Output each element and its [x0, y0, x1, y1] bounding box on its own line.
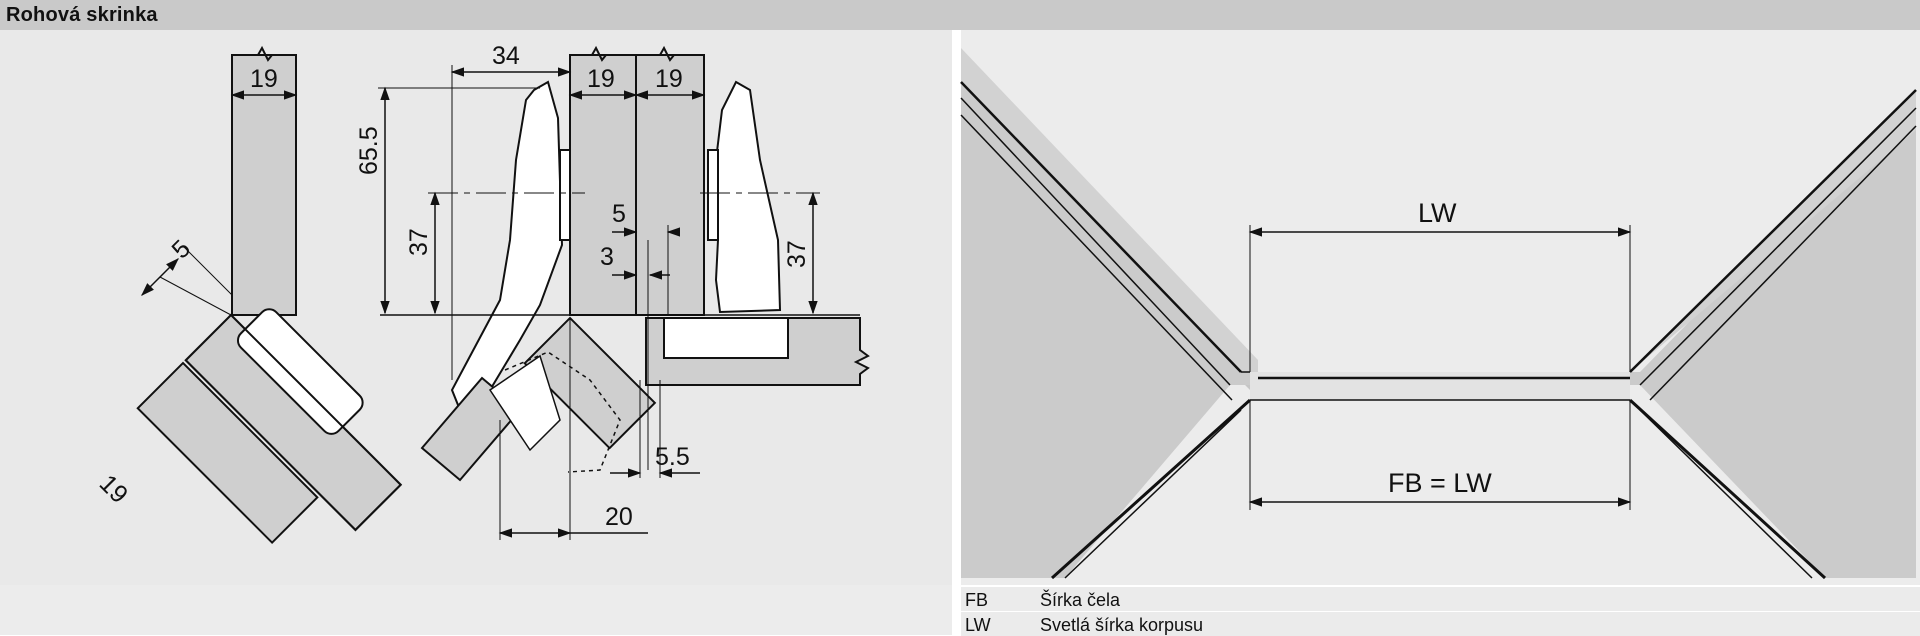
dim-door-b: 19: [655, 65, 683, 93]
dim-offset-5: 5: [612, 200, 626, 228]
label-fb-lw: FB = LW: [1388, 468, 1492, 498]
vertical-panel-1: [230, 45, 298, 316]
left-hinge-assembly: [380, 45, 870, 482]
legend-abbr: LW: [965, 615, 991, 635]
dim-width-34: 34: [492, 42, 520, 70]
legend-desc: Svetlá šírka korpusu: [1040, 615, 1204, 635]
dim-offset-20: 20: [605, 503, 633, 531]
dim-panel-top: 19: [250, 65, 278, 93]
dim-offset-55: 5.5: [655, 443, 690, 471]
legend-row-lw: LW Svetlá šírka korpusu: [961, 612, 1920, 636]
diagonal-panel-1: [184, 308, 403, 532]
label-lw: LW: [1418, 198, 1457, 228]
dim-offset-3: 3: [600, 243, 614, 271]
diagonal-panel-2: [136, 361, 319, 545]
dim-height-37-right: 37: [783, 240, 811, 268]
left-panel-bg: [0, 30, 952, 585]
title-bar: Rohová skrinka: [0, 0, 1920, 30]
dim-height-655: 65.5: [355, 126, 383, 175]
legend-abbr: FB: [965, 590, 989, 610]
dim-height-37-left: 37: [405, 228, 433, 256]
right-diagram: [960, 48, 1920, 585]
dim-door-a: 19: [587, 65, 615, 93]
left-diagram: [136, 45, 870, 545]
page-title: Rohová skrinka: [6, 4, 158, 26]
left-bottom-strip: [0, 585, 952, 635]
legend-desc: Šírka čela: [1040, 590, 1121, 610]
legend-row-fb: FB Šírka čela: [961, 587, 1920, 611]
